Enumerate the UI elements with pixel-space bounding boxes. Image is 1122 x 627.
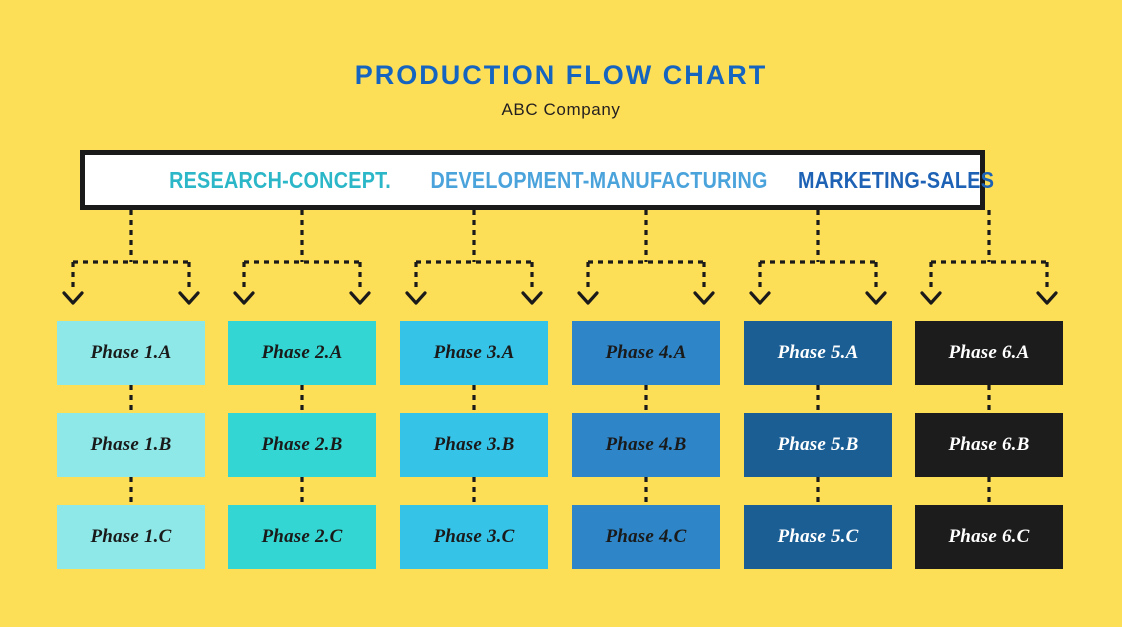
phase-box[interactable]: Phase 1.B [57,413,205,477]
page-subtitle: ABC Company [501,100,621,119]
phase-box[interactable]: Phase 2.A [228,321,376,385]
stage-label-research-concept: RESEARCH-CONCEPT. [169,166,392,193]
phase-box[interactable]: Phase 2.B [228,413,376,477]
phase-box[interactable]: Phase 6.A [915,321,1063,385]
phase-box[interactable]: Phase 5.B [744,413,892,477]
phase-box[interactable]: Phase 5.C [744,505,892,569]
phase-box[interactable]: Phase 4.B [572,413,720,477]
phase-box[interactable]: Phase 6.C [915,505,1063,569]
phase-box[interactable]: Phase 3.A [400,321,548,385]
stage-banner: RESEARCH-CONCEPT. DEVELOPMENT-MANUFACTUR… [80,150,994,210]
phase-box[interactable]: Phase 3.C [400,505,548,569]
phase-box[interactable]: Phase 4.A [572,321,720,385]
stage-label-development-manufacturing: DEVELOPMENT-MANUFACTURING [430,166,768,193]
phase-box[interactable]: Phase 1.C [57,505,205,569]
phase-box[interactable]: Phase 5.A [744,321,892,385]
phase-box[interactable]: Phase 3.B [400,413,548,477]
stage-label-marketing-sales: MARKETING-SALES [797,166,995,193]
phase-box[interactable]: Phase 4.C [572,505,720,569]
page-title: PRODUCTION FLOW CHART [354,60,768,90]
phase-box[interactable]: Phase 1.A [57,321,205,385]
phase-box[interactable]: Phase 6.B [915,413,1063,477]
phase-box[interactable]: Phase 2.C [228,505,376,569]
